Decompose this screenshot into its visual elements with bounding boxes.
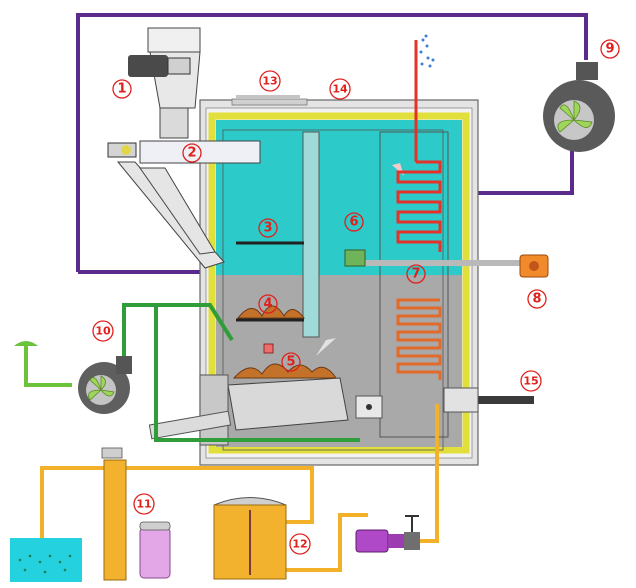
nozzle [344,249,366,267]
svg-text:2: 2 [187,146,196,161]
callout-2: 2 [182,143,202,163]
callout-11: 11 [133,493,155,515]
svg-text:3: 3 [263,221,272,236]
salt-tank [139,521,171,579]
svg-text:6: 6 [349,215,358,230]
water-line [40,404,439,572]
svg-text:13: 13 [262,75,277,88]
water-softener-column [101,447,127,581]
valve-icon [404,515,420,550]
flame-lower [232,363,337,379]
svg-text:9: 9 [605,42,614,57]
feed-chute [116,161,225,269]
svg-text:12: 12 [292,538,307,551]
flow-arrow-lower [316,338,336,356]
storage-tank [213,497,287,580]
steam-icon [419,34,435,68]
callout-5: 5 [281,352,301,372]
callout-4: 4 [258,294,278,314]
hopper-motor-icon [128,55,191,77]
callout-1: 1 [112,79,132,99]
heat-coil-upper [396,40,442,252]
pump-icon [355,529,406,553]
callout-6: 6 [344,212,364,232]
svg-text:5: 5 [286,355,295,370]
callout-15: 15 [520,370,542,392]
svg-text:1: 1 [117,82,126,97]
callout-10: 10 [92,320,114,342]
feeder-motor-icon [107,142,137,158]
callout-12: 12 [289,533,311,555]
svg-text:14: 14 [332,83,348,96]
air-intake-line [24,345,72,387]
air-intake-cap-icon [14,341,38,346]
callout-3: 3 [258,218,278,238]
blower-fan-icon [78,356,132,414]
air-supply-line [122,303,360,442]
screw-conveyor [139,140,261,164]
hopper [147,27,201,139]
callout-9: 9 [600,39,620,59]
outlet-flange [443,387,479,413]
callout-8: 8 [527,289,547,309]
water-source-tank [10,538,82,582]
callout-13: 13 [259,70,281,92]
heat-coil-lower [396,298,442,380]
svg-text:4: 4 [263,297,272,312]
svg-text:8: 8 [532,292,541,307]
exhaust-fan-icon [543,62,615,152]
callout-14: 14 [329,78,351,100]
svg-text:11: 11 [136,498,151,511]
svg-text:15: 15 [523,375,538,388]
outlet-pipe [444,396,534,404]
svg-text:7: 7 [411,267,420,282]
ignition-block [263,343,274,354]
callout-7: 7 [406,264,426,284]
burner-icon [519,254,549,278]
firebox-tray [148,374,383,446]
svg-text:10: 10 [95,325,111,338]
